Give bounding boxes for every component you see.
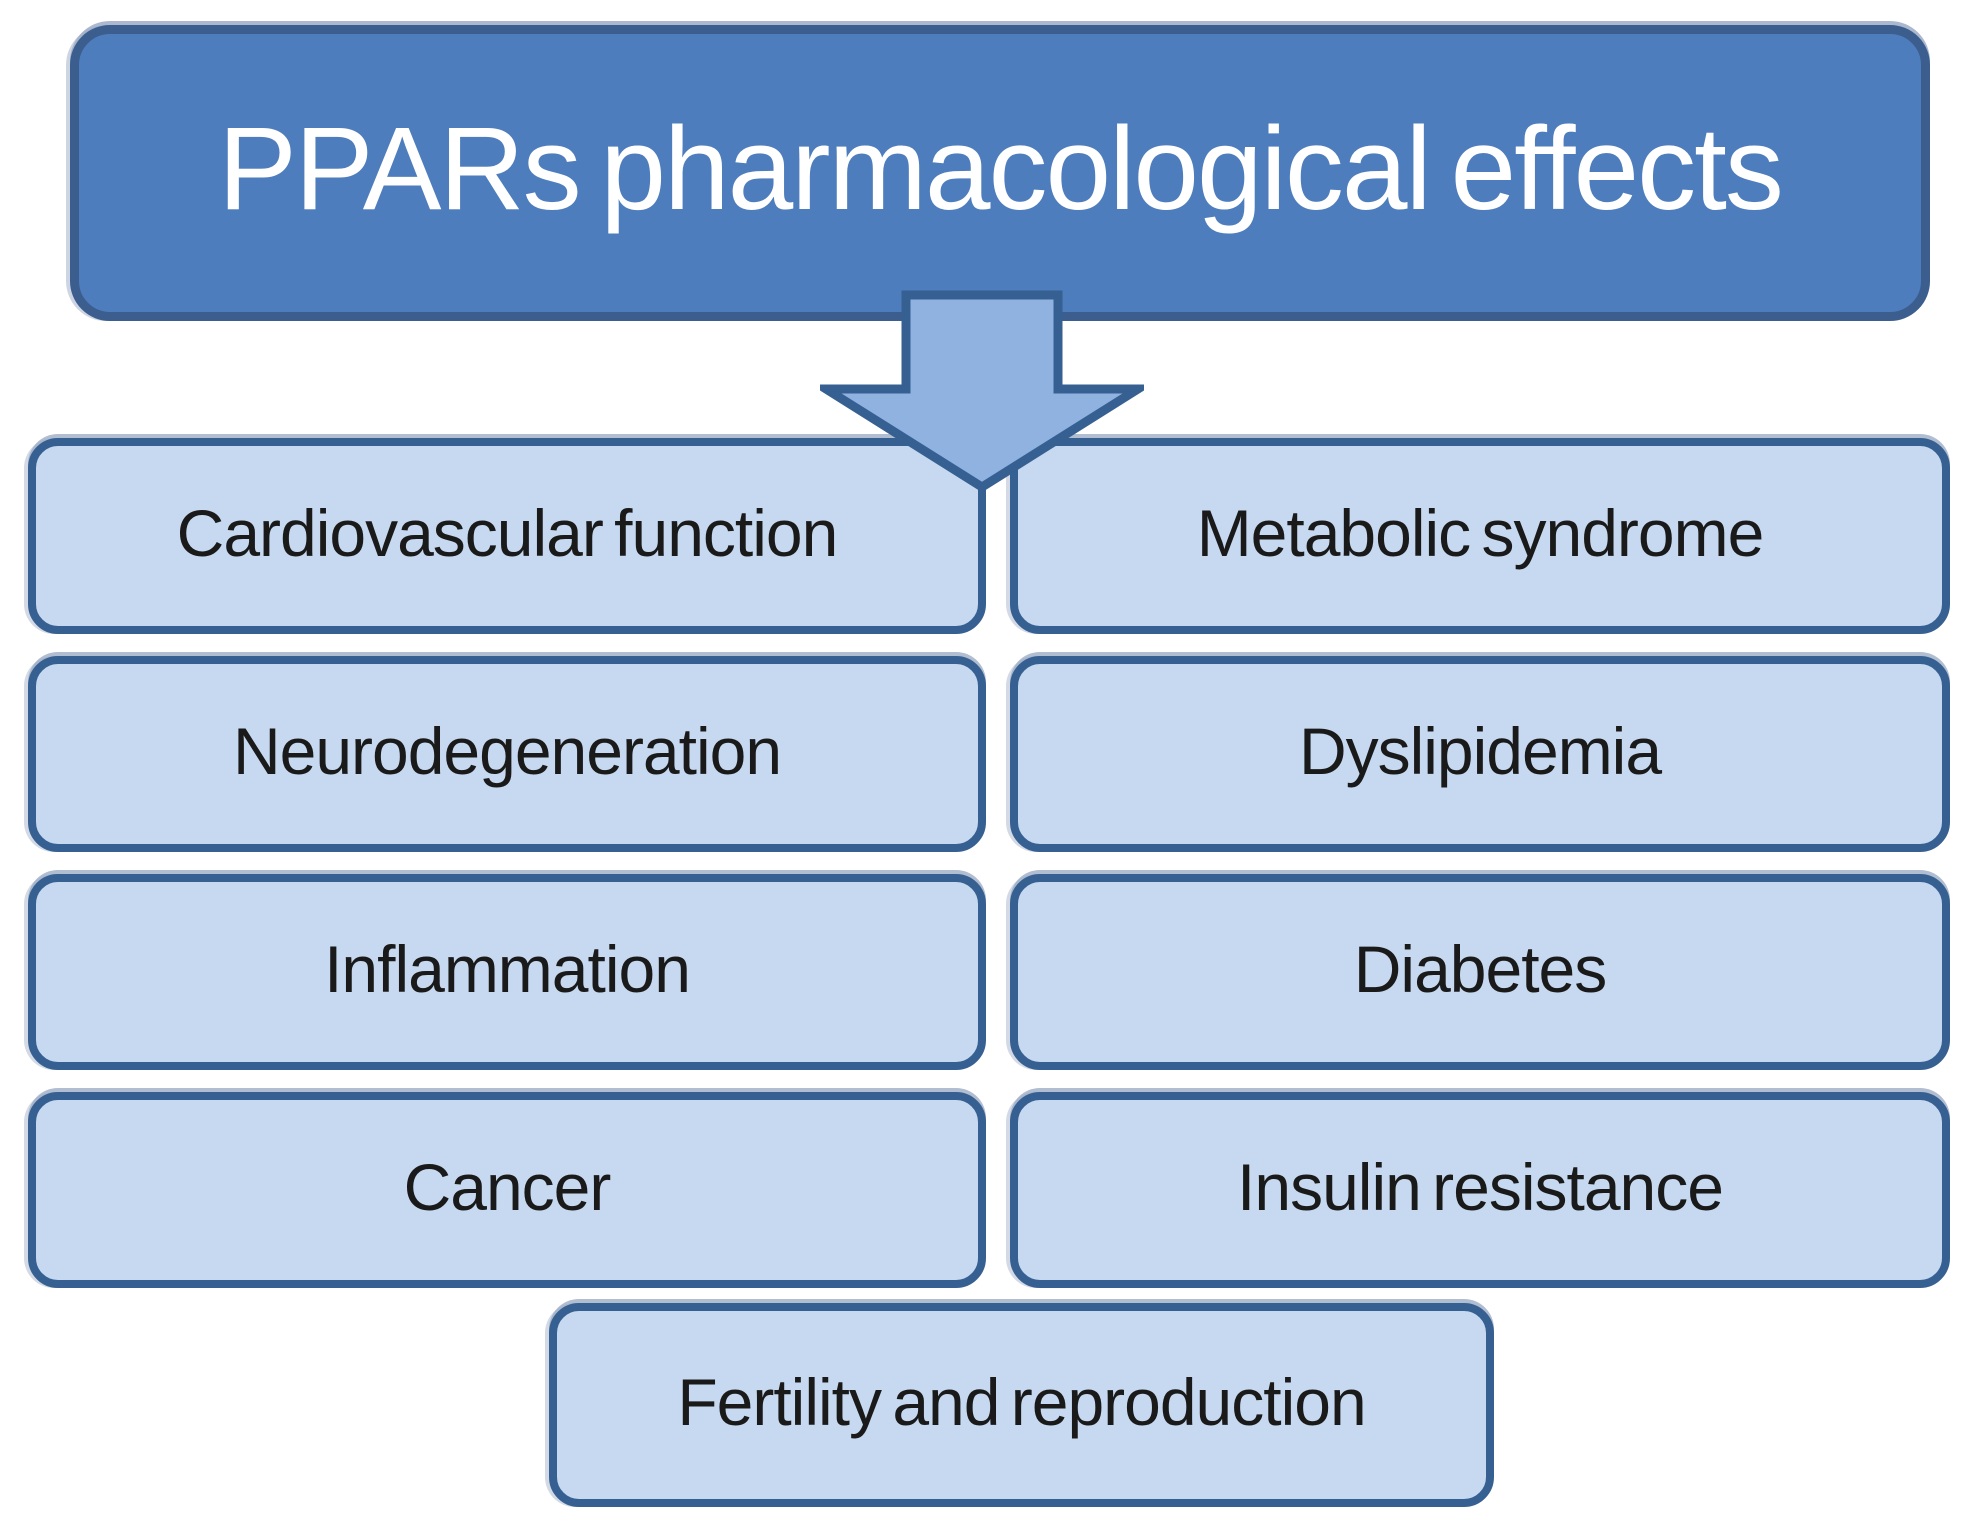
effect-label: Dyslipidemia <box>1298 714 1662 788</box>
effect-box-cancer: Cancer <box>28 1092 986 1288</box>
effect-label: Metabolic syndrome <box>1196 496 1765 570</box>
title-banner: PPARs pharmacological effects <box>70 25 1930 321</box>
effect-box-insulin-resistance: Insulin resistance <box>1010 1092 1950 1288</box>
effect-label: Fertility and reproduction <box>677 1365 1366 1439</box>
effect-label: Cancer <box>403 1150 612 1224</box>
effect-label: Diabetes <box>1353 932 1607 1006</box>
effect-label: Cardiovascular function <box>176 496 839 570</box>
effect-box-metabolic-syndrome: Metabolic syndrome <box>1010 438 1950 634</box>
effect-box-cardiovascular-function: Cardiovascular function <box>28 438 986 634</box>
effect-label: Inflammation <box>324 932 691 1006</box>
effect-box-inflammation: Inflammation <box>28 874 986 1070</box>
down-arrow-icon <box>820 290 1144 492</box>
effect-label: Insulin resistance <box>1237 1150 1724 1224</box>
effect-box-diabetes: Diabetes <box>1010 874 1950 1070</box>
effect-box-fertility-and-reproduction: Fertility and reproduction <box>549 1303 1494 1507</box>
diagram-title: PPARs pharmacological effects <box>218 103 1784 235</box>
effect-box-neurodegeneration: Neurodegeneration <box>28 656 986 852</box>
effect-label: Neurodegeneration <box>232 714 782 788</box>
effect-box-dyslipidemia: Dyslipidemia <box>1010 656 1950 852</box>
